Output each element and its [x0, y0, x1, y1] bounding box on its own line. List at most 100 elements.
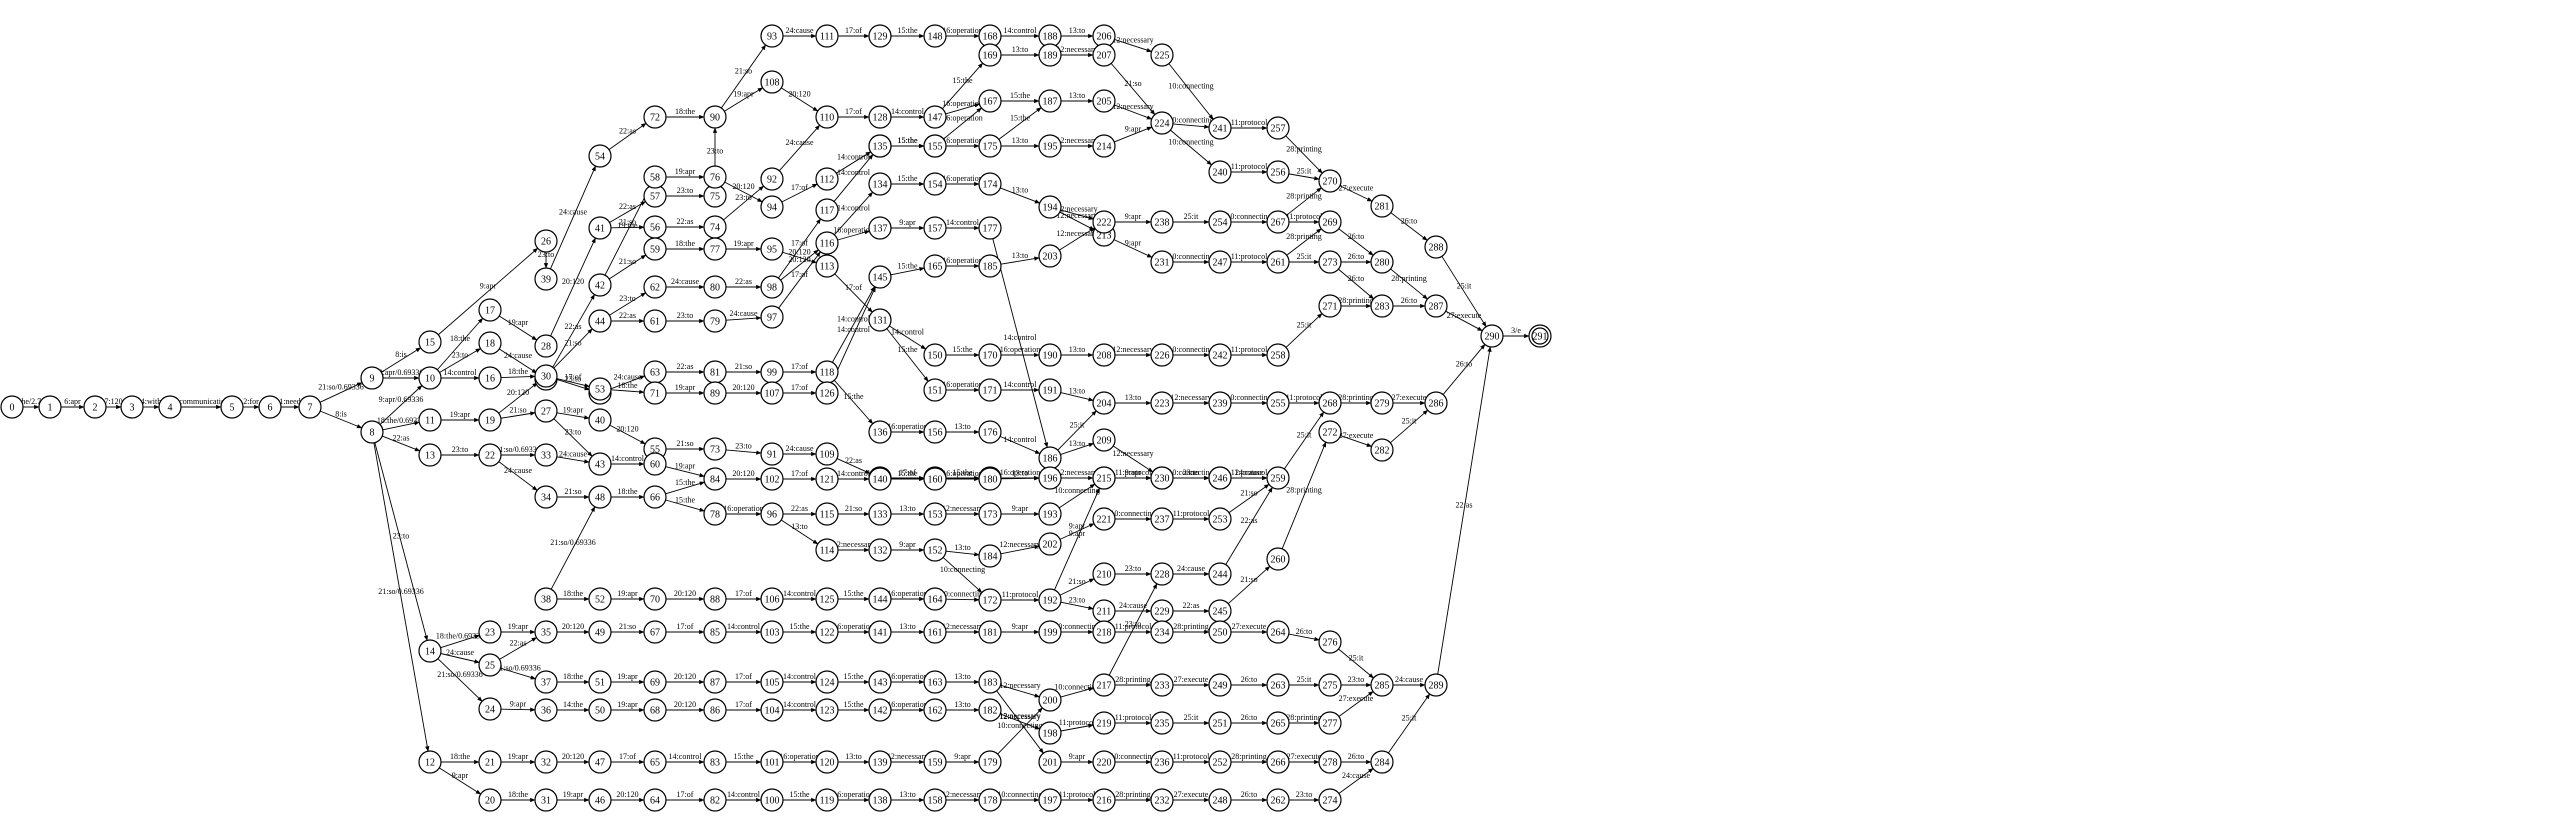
- edge-label: 23:to: [677, 186, 693, 195]
- state-node-111: 111: [815, 24, 839, 48]
- edge-label: 6:apr: [64, 397, 81, 406]
- state-node-228: 228: [1150, 562, 1174, 586]
- edge-label: 9:apr: [452, 771, 469, 780]
- state-node-60: 60: [643, 452, 667, 476]
- state-node-214: 214: [1092, 134, 1116, 158]
- edge-83-101: 15:the: [726, 752, 762, 765]
- state-label: 19: [485, 416, 495, 427]
- edge-23-35: 19:apr: [501, 622, 536, 635]
- edge-249-263: 26:to: [1231, 675, 1268, 688]
- edge-158-178: 12:necessary: [942, 790, 983, 803]
- edge-label: 10:connecting: [1054, 683, 1099, 692]
- state-node-8: 8: [360, 420, 384, 444]
- state-node-176: 176: [978, 420, 1002, 444]
- edge-label: 28:printing: [1173, 622, 1209, 631]
- edge-line: [608, 254, 647, 280]
- state-node-2: 2: [83, 395, 107, 419]
- state-circle: [1318, 294, 1342, 318]
- state-node-123: 123: [815, 698, 839, 722]
- state-node-18: 18: [478, 331, 502, 355]
- edge-line: [665, 466, 705, 478]
- state-node-262: 262: [1266, 788, 1290, 812]
- state-node-217: 217: [1092, 673, 1116, 697]
- state-node-290: 290: [1480, 324, 1504, 348]
- state-label: 133: [873, 510, 888, 521]
- edge-label: 28:printing: [1286, 486, 1322, 495]
- state-node-26: 26: [534, 229, 558, 253]
- edge-label: 17:of: [619, 752, 636, 761]
- edge-118-136: 15:the: [833, 379, 874, 425]
- edge-250-264: 27:execute: [1231, 622, 1268, 635]
- edge-label: 20:120: [674, 589, 696, 598]
- edge-label: 26:to: [1348, 252, 1364, 261]
- edge-line: [1339, 185, 1373, 202]
- edge-30-53: 17:of: [556, 373, 590, 388]
- edge-119-138: 16:operation: [833, 790, 874, 803]
- edge-label: 28:printing: [1231, 752, 1267, 761]
- edge-label: 11:protocol: [1231, 118, 1268, 127]
- edge-line: [1060, 209, 1094, 220]
- state-circle: [534, 364, 558, 388]
- edge-54-72: 22:as: [608, 122, 647, 151]
- state-circle: [923, 698, 947, 722]
- state-label: 63: [650, 368, 660, 379]
- edge-label: 28:printing: [1286, 145, 1322, 154]
- edge-184-202: 12:necessary: [999, 540, 1041, 555]
- state-label: 20: [485, 796, 495, 807]
- state-node-155: 155: [923, 134, 947, 158]
- edge-182-198: 12:necessary: [999, 712, 1041, 730]
- edge-label: 22:as: [1183, 601, 1200, 610]
- edge-label: 17:of: [791, 183, 808, 192]
- edge-label: 12:necessary: [1056, 205, 1097, 214]
- edge-39-54: 24:cause: [550, 165, 596, 270]
- edge-247-261: 11:protocol: [1231, 252, 1268, 265]
- state-circle: [923, 750, 947, 774]
- state-node-74: 74: [703, 215, 727, 239]
- edge-label: 18:the: [618, 381, 638, 390]
- state-circle: [978, 89, 1002, 113]
- edge-label: 13:to: [954, 543, 970, 552]
- state-label: 98: [767, 283, 777, 294]
- state-node-179: 179: [978, 750, 1002, 774]
- edge-label: 21:so/0.69336: [378, 587, 424, 596]
- edge-label: 8:is: [335, 410, 347, 419]
- edge-line: [999, 435, 1041, 455]
- edge-label: 12:necessary: [1112, 345, 1153, 354]
- edge-label: 24:cause: [1177, 564, 1205, 573]
- edge-line: [1441, 256, 1487, 328]
- state-circle: [643, 381, 667, 405]
- state-label: 255: [1271, 399, 1286, 410]
- edge-283-287: 26:to: [1393, 296, 1426, 309]
- edge-line: [665, 481, 705, 495]
- edge-label: 21:so: [564, 487, 581, 496]
- state-label: 48: [595, 493, 605, 504]
- edge-label: 18:the: [675, 107, 695, 116]
- edge-label: 9:apr: [899, 540, 916, 549]
- state-circle: [703, 381, 727, 405]
- state-node-32: 32: [534, 750, 558, 774]
- state-label: 80: [710, 283, 720, 294]
- state-label: 91: [767, 450, 777, 461]
- state-circle: [643, 237, 667, 261]
- edge-284-289: 25:it: [1387, 693, 1431, 754]
- edge-162-182: 13:to: [946, 700, 980, 713]
- edge-label: 28:printing: [1338, 296, 1374, 305]
- state-circle: [1092, 711, 1116, 735]
- state-label: 54: [595, 152, 605, 163]
- edge-label: 3:communication: [173, 397, 229, 406]
- state-circle: [1092, 673, 1116, 697]
- edge-207-224: 21:so: [1110, 63, 1156, 116]
- state-node-122: 122: [815, 620, 839, 644]
- state-node-25: 25: [478, 653, 502, 677]
- edge-label: 12:necessary: [942, 622, 983, 631]
- state-circle: [1092, 507, 1116, 531]
- edge-188-206: 13:to: [1061, 26, 1094, 39]
- edge-27-40: 19:apr: [556, 406, 590, 420]
- edge-label: 15:the: [790, 790, 810, 799]
- edge-label: 24:cause: [786, 26, 814, 35]
- state-node-269: 269: [1318, 210, 1342, 234]
- state-circle: [534, 670, 558, 694]
- state-label: 71: [650, 389, 660, 400]
- edge-line: [1390, 409, 1429, 444]
- state-circle: [0, 395, 24, 419]
